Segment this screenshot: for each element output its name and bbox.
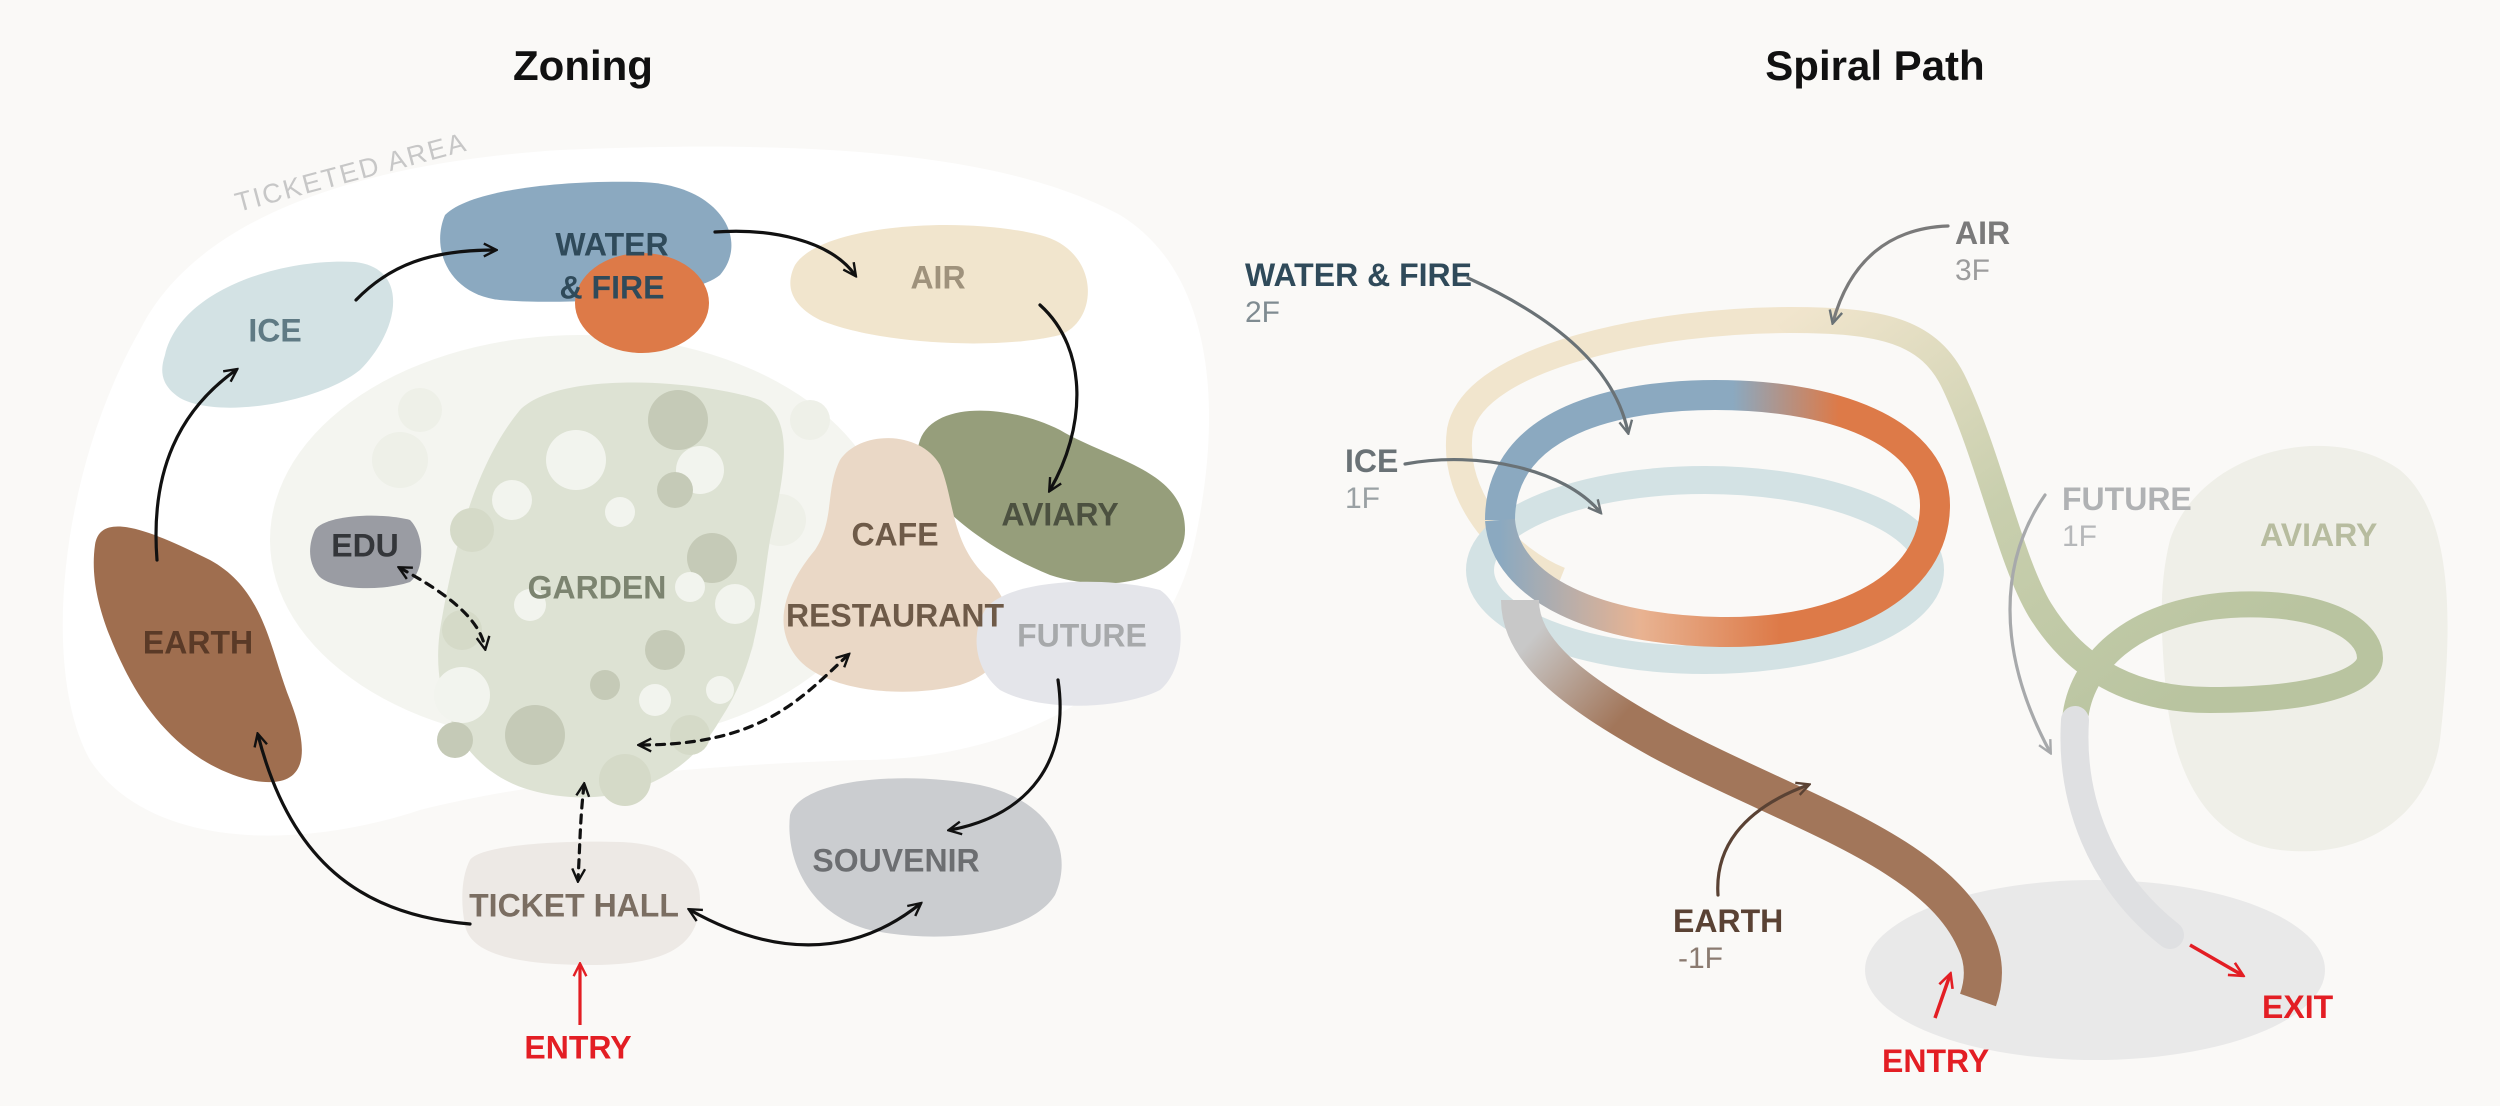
zoning-diagram: Zoning TICKETED AREA <box>62 42 1210 1065</box>
entry-label: ENTRY <box>524 1029 631 1065</box>
zone-air <box>790 225 1088 344</box>
label-future: FUTURE <box>1017 617 1147 653</box>
zone-aviary <box>917 410 1185 584</box>
spiral-floor-air: 3F <box>1955 254 1990 287</box>
label-earth: EARTH <box>143 624 253 660</box>
ribbon-water-fire-ring <box>1485 379 1950 521</box>
arrow-ticket-to-earth <box>258 735 472 926</box>
arrow-earth-to-ice <box>154 370 236 562</box>
spiral-label-earth: EARTH <box>1673 903 1783 939</box>
spiral-diagram: Spiral Path WATER & FIRE 2F AIR 3F ICE 1… <box>1245 42 2448 1079</box>
zone-edu <box>310 515 422 589</box>
ribbon-air-future <box>1777 307 2384 733</box>
spiral-label-aviary: AVIARY <box>2260 517 2377 553</box>
zone-cafe-restaurant <box>783 438 1010 692</box>
arrow-water-to-air <box>713 229 855 275</box>
zone-ticket-hall <box>462 841 700 965</box>
arrow-future-to-souvenir <box>950 678 1062 830</box>
arrow-air-to-aviary <box>1038 303 1079 490</box>
arrow-edu-garden <box>400 568 485 648</box>
arrow-air <box>1833 224 1950 322</box>
spiral-floor-water-fire: 2F <box>1245 296 1280 329</box>
spiral-annotation-arrows <box>1403 224 2050 897</box>
spiral-floor-earth: -1F <box>1678 942 1723 975</box>
label-ticket-hall: TICKET HALL <box>469 887 679 923</box>
spiral-entry-label: ENTRY <box>1882 1043 1989 1079</box>
aviary-blob <box>2161 445 2448 852</box>
spiral-label-air: AIR <box>1955 215 2010 251</box>
zone-ice <box>162 261 394 408</box>
dashed-arrows <box>400 568 848 880</box>
label-restaurant: RESTAURANT <box>786 597 1005 633</box>
label-garden: GARDEN <box>528 569 667 605</box>
garden-bubbles <box>434 390 765 806</box>
spiral-exit-label: EXIT <box>2262 989 2334 1025</box>
arrow-restaurant-garden <box>640 655 848 745</box>
ribbon-water-fire-ring-lower <box>1485 504 1950 648</box>
ribbon-earth <box>1501 598 2002 1007</box>
zoning-title: Zoning <box>513 42 653 89</box>
spiral-floor-future: 1F <box>2062 520 2097 553</box>
spiral-label-water-fire: WATER & FIRE <box>1245 257 1472 293</box>
label-aviary: AVIARY <box>1001 496 1118 532</box>
label-ice: ICE <box>248 312 301 348</box>
spiral-entry-arrow <box>1933 975 1950 1019</box>
arrow-ice <box>1403 457 1600 512</box>
label-fire: & FIRE <box>560 269 665 305</box>
zone-fire <box>575 253 709 353</box>
label-edu: EDU <box>331 527 399 563</box>
flow-arrows <box>154 229 1079 947</box>
arrow-ice-to-water <box>354 250 495 302</box>
arrow-earth <box>1716 785 1808 897</box>
spiral-label-ice: ICE <box>1345 443 1398 479</box>
arrow-water-fire <box>1466 276 1628 432</box>
label-cafe: CAFE <box>851 516 938 552</box>
arrow-future <box>2008 493 2050 752</box>
label-souvenir: SOUVENIR <box>812 842 979 878</box>
spiral-exit-arrow <box>2189 943 2242 975</box>
ribbon-future-exit <box>2060 706 2184 949</box>
arrow-souvenir-ticket <box>690 904 920 947</box>
spiral-title: Spiral Path <box>1765 42 1984 89</box>
arrow-garden-ticket <box>578 785 584 880</box>
zone-future <box>976 581 1181 706</box>
label-air: AIR <box>910 259 965 295</box>
ribbon-ice-ring <box>1466 466 1944 674</box>
spiral-floor-ice: 1F <box>1345 482 1380 515</box>
spiral-label-future: FUTURE <box>2062 481 2192 517</box>
zone-earth <box>93 526 302 783</box>
label-water: WATER <box>555 226 668 262</box>
